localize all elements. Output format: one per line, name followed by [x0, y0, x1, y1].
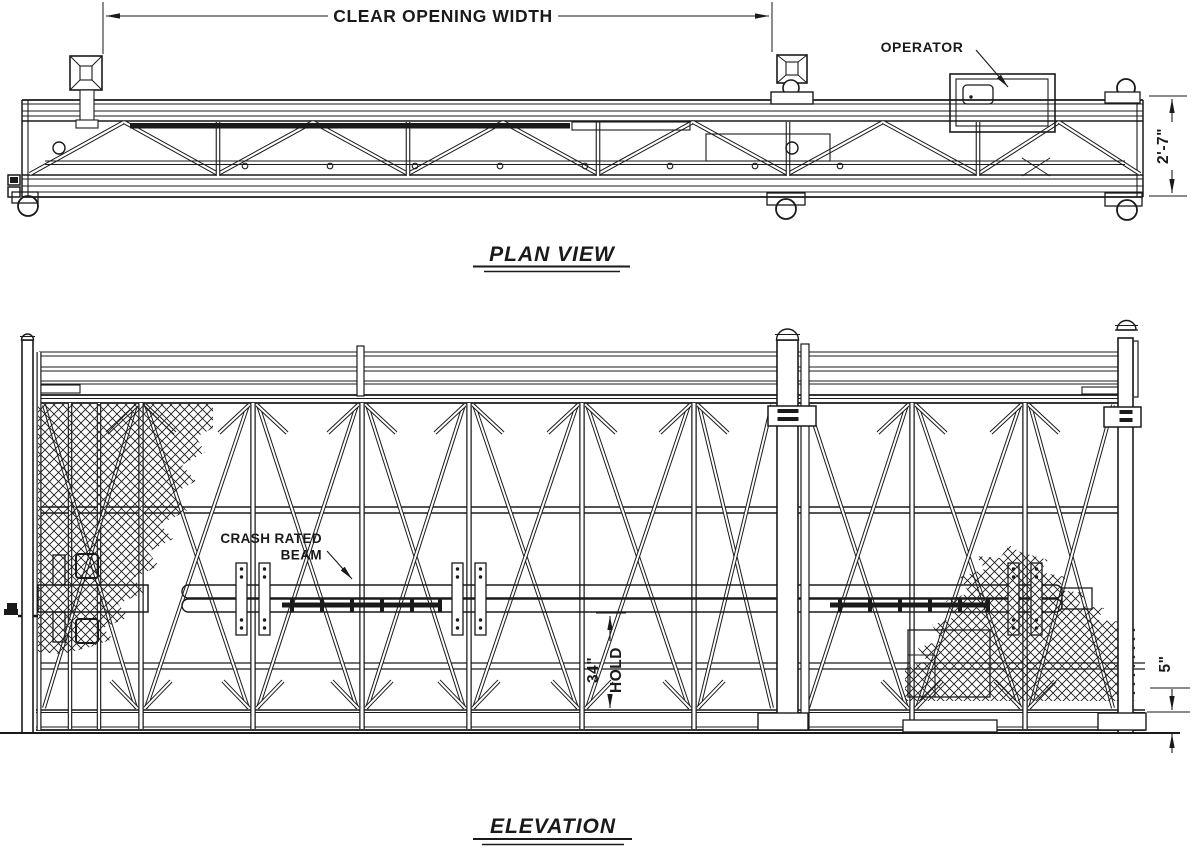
ground-clearance-dimension: 5": [1157, 656, 1174, 673]
plan-operator-box: [950, 50, 1055, 132]
plan-view-title: PLAN VIEW: [489, 243, 616, 266]
hold-dimension-word: HOLD: [608, 647, 625, 693]
plan-dimensions: [103, 2, 1187, 272]
truss-depth-dimension: 2'-7": [1155, 128, 1172, 164]
plan-gate-truss: [8, 100, 1143, 197]
plan-guide-posts: [70, 55, 813, 128]
crash-rated-beam-label-line2: BEAM: [281, 548, 322, 563]
hold-dimension-value: 34": [585, 657, 602, 683]
plan-view: [8, 2, 1187, 272]
operator-label: OPERATOR: [881, 39, 964, 55]
elevation-view: [0, 321, 1190, 845]
elevation-crash-beam: [38, 563, 1092, 635]
crash-rated-beam-label-line1: CRASH RATED: [220, 531, 322, 546]
elevation-title: ELEVATION: [490, 815, 616, 838]
clear-opening-width-label: CLEAR OPENING WIDTH: [333, 6, 552, 26]
